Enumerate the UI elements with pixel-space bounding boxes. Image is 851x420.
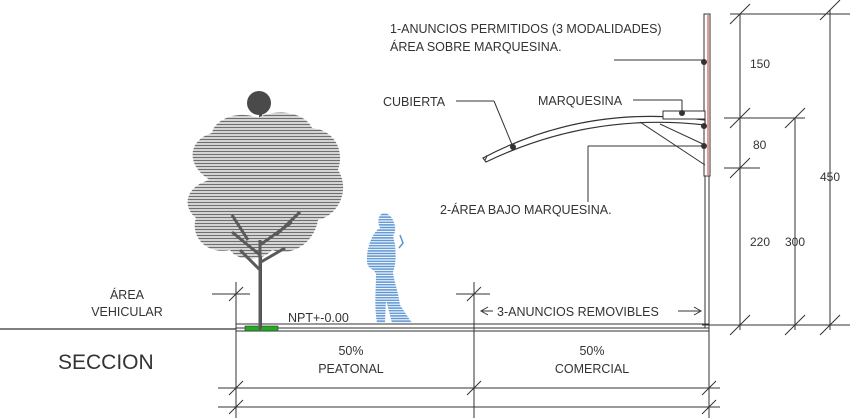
- label-npt: NPT+-0.00: [288, 311, 349, 325]
- horizontal-dimensions: [212, 282, 720, 418]
- label-comercial-pct: 50%: [579, 344, 604, 358]
- label-anuncios-removibles: 3-ANUNCIOS REMOVIBLES: [497, 305, 659, 319]
- label-vehicular: VEHICULAR: [91, 305, 163, 319]
- section-title: SECCION: [58, 351, 154, 374]
- person-symbol: [366, 213, 412, 323]
- label-area: ÁREA: [110, 287, 145, 302]
- dimension-300: 300: [785, 235, 805, 249]
- dimension-220: 220: [750, 235, 770, 249]
- dimension-150: 150: [750, 57, 770, 71]
- label-area-bajo-marquesina: 2-ÁREA BAJO MARQUESINA.: [440, 202, 612, 217]
- leader-lines: [456, 59, 707, 202]
- dimension-450: 450: [820, 170, 840, 184]
- label-peatonal: PEATONAL: [318, 362, 384, 376]
- label-cubierta: CUBIERTA: [383, 95, 446, 109]
- label-marquesina: MARQUESINA: [538, 94, 623, 108]
- label-anuncios-permitidos: 1-ANUNCIOS PERMITIDOS (3 MODALIDADES): [390, 22, 662, 36]
- label-peatonal-pct: 50%: [338, 344, 363, 358]
- vertical-dimensions: [715, 0, 850, 336]
- label-area-sobre-marquesina: ÁREA SOBRE MARQUESINA.: [390, 39, 562, 54]
- label-comercial: COMERCIAL: [555, 362, 629, 376]
- canopy: [482, 110, 706, 166]
- building-column: [702, 13, 715, 328]
- dimension-80: 80: [753, 138, 767, 152]
- ground: [0, 323, 710, 332]
- tree-symbol: [187, 91, 344, 330]
